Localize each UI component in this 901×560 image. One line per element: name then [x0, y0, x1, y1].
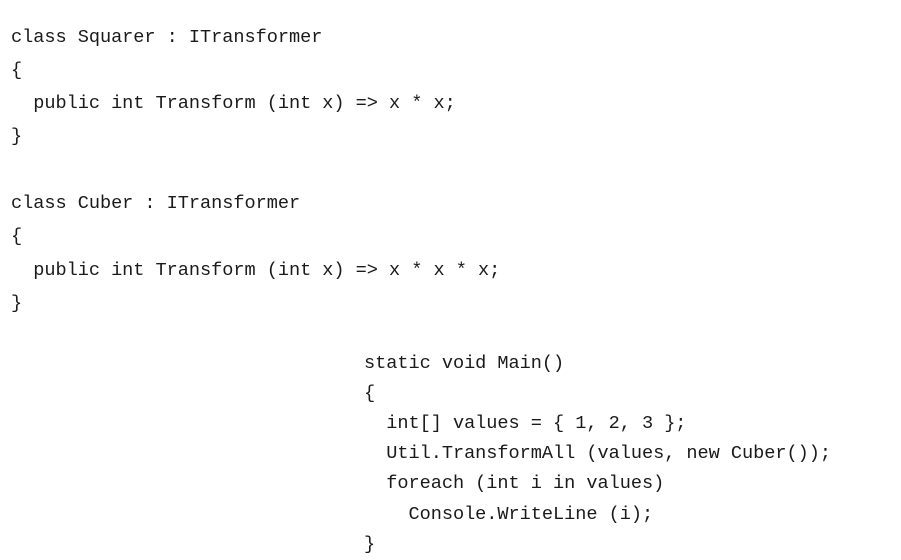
code-line: } — [11, 292, 23, 314]
code-content-classes: class Squarer : ITransformer { public int… — [11, 21, 500, 321]
code-line: Util.TransformAll (values, new Cuber()); — [364, 443, 831, 465]
code-line: } — [11, 126, 23, 148]
code-block-main-method: static void Main() { int[] values = { 1, … — [364, 349, 831, 560]
code-line: } — [364, 533, 376, 555]
code-line: foreach (int i in values) — [364, 473, 665, 495]
code-line: class Squarer : ITransformer — [11, 26, 323, 48]
code-line: class Cuber : ITransformer — [11, 193, 301, 215]
code-line: { — [11, 59, 23, 81]
code-line: public int Transform (int x) => x * x * … — [11, 259, 501, 281]
code-line: { — [364, 382, 376, 404]
code-line: public int Transform (int x) => x * x; — [11, 93, 456, 115]
code-line: { — [11, 226, 23, 248]
code-content-main: static void Main() { int[] values = { 1, … — [364, 349, 831, 560]
code-block-transformer-implementations: class Squarer : ITransformer { public int… — [11, 21, 500, 321]
code-line — [11, 154, 500, 187]
code-line: static void Main() — [364, 352, 565, 374]
code-line: int[] values = { 1, 2, 3 }; — [364, 413, 687, 434]
code-line: Console.WriteLine (i); — [364, 503, 654, 525]
